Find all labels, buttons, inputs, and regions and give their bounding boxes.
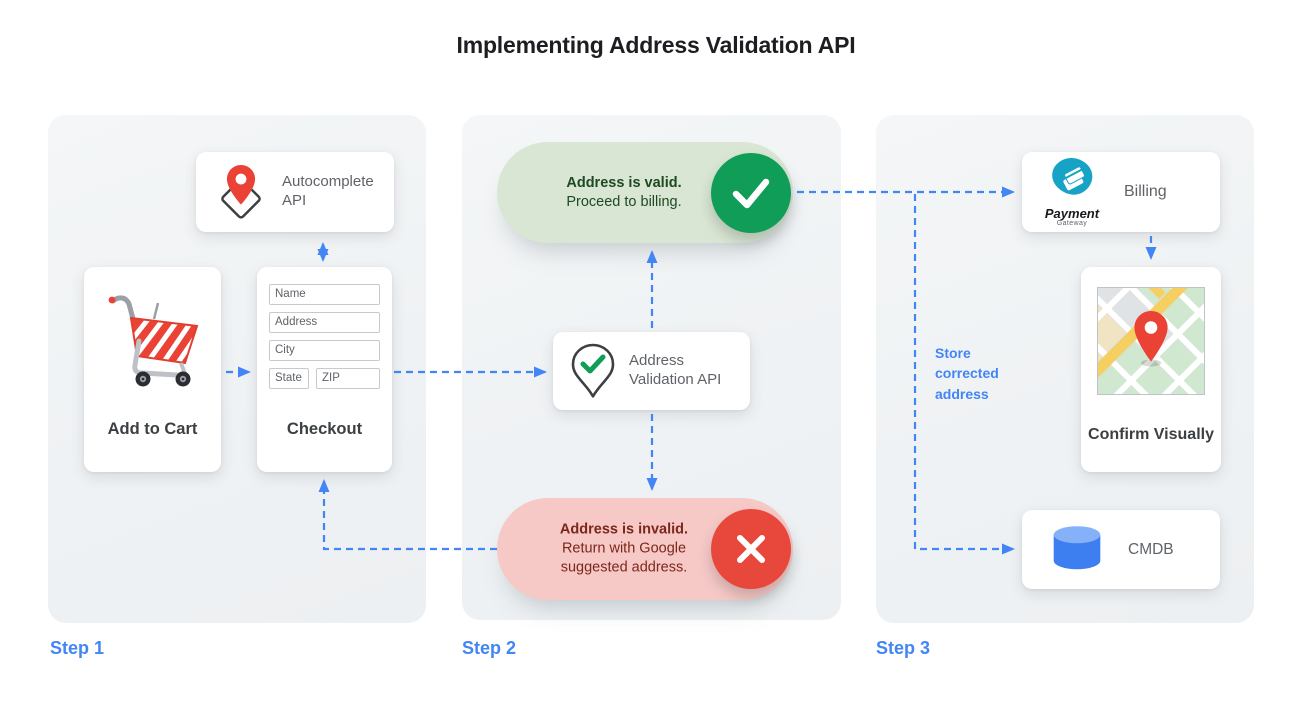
valid-check-badge (711, 152, 791, 233)
autocomplete-api-card: Autocomplete API (196, 152, 394, 232)
step3-panel: Payment Gateway Billing (876, 115, 1284, 623)
cmdb-card: CMDB (1022, 510, 1220, 589)
map-image (1015, 208, 1284, 474)
confirm-visually-label: Confirm Visually (1088, 426, 1214, 443)
payment-gateway-icon (1052, 157, 1093, 195)
shopping-cart-icon (108, 295, 198, 387)
billing-label: Billing (1124, 183, 1167, 200)
page-title: Implementing Address Validation API (456, 32, 856, 58)
address-field: Address (269, 312, 380, 333)
autocomplete-api-label: Autocomplete API (282, 173, 374, 209)
address-valid-title: Address is valid. (566, 174, 682, 191)
payment-gateway-lockup: Payment Gateway (1036, 157, 1108, 227)
state-field: State (269, 368, 309, 389)
name-field: Name (269, 284, 380, 305)
x-icon (737, 535, 765, 563)
confirm-visually-card: Confirm Visually (1015, 208, 1284, 474)
address-validation-api-card: Address Validation API (553, 332, 750, 410)
step1-label: Step 1 (50, 638, 105, 658)
map-thumbnail (1015, 208, 1284, 474)
step3-label: Step 3 (876, 638, 931, 658)
store-corrected-address-note: Store corrected address (935, 345, 999, 402)
address-valid-pill: Address is valid. Proceed to billing. (497, 142, 793, 243)
pin-check-icon (571, 343, 615, 398)
address-invalid-text: Address is invalid. Return with Google s… (539, 520, 709, 577)
address-invalid-pill: Address is invalid. Return with Google s… (497, 498, 793, 600)
checkout-card: Name Address City State ZIP Checkout (257, 267, 392, 472)
step2-label: Step 2 (462, 638, 517, 658)
payment-brand-text: Payment (1044, 206, 1100, 221)
database-icon (1053, 525, 1101, 569)
address-valid-text: Address is valid. Proceed to billing. (539, 173, 709, 211)
address-invalid-subtitle: Return with Google suggested address. (560, 540, 688, 576)
gateway-brand-text: Gateway (1056, 220, 1088, 227)
map-pin-diamond-icon (221, 165, 261, 219)
cart-icon-wrap (84, 289, 221, 394)
add-to-cart-card: Add to Cart (84, 267, 221, 472)
address-valid-subtitle: Proceed to billing. (566, 193, 682, 210)
checkout-label: Checkout (286, 420, 363, 438)
add-to-cart-label: Add to Cart (107, 420, 198, 438)
address-invalid-title: Address is invalid. (559, 521, 689, 538)
step1-panel: Autocomplete API (48, 115, 426, 623)
invalid-x-badge (711, 509, 791, 589)
checkmark-icon (732, 178, 770, 208)
step2-panel: Address is valid. Proceed to billing. Ad… (462, 115, 841, 620)
city-field: City (269, 340, 380, 361)
address-validation-api-label: Address Validation API (629, 352, 722, 388)
billing-card: Payment Gateway Billing (1022, 152, 1220, 232)
zip-field: ZIP (316, 368, 380, 389)
cmdb-label: CMDB (1128, 540, 1174, 558)
